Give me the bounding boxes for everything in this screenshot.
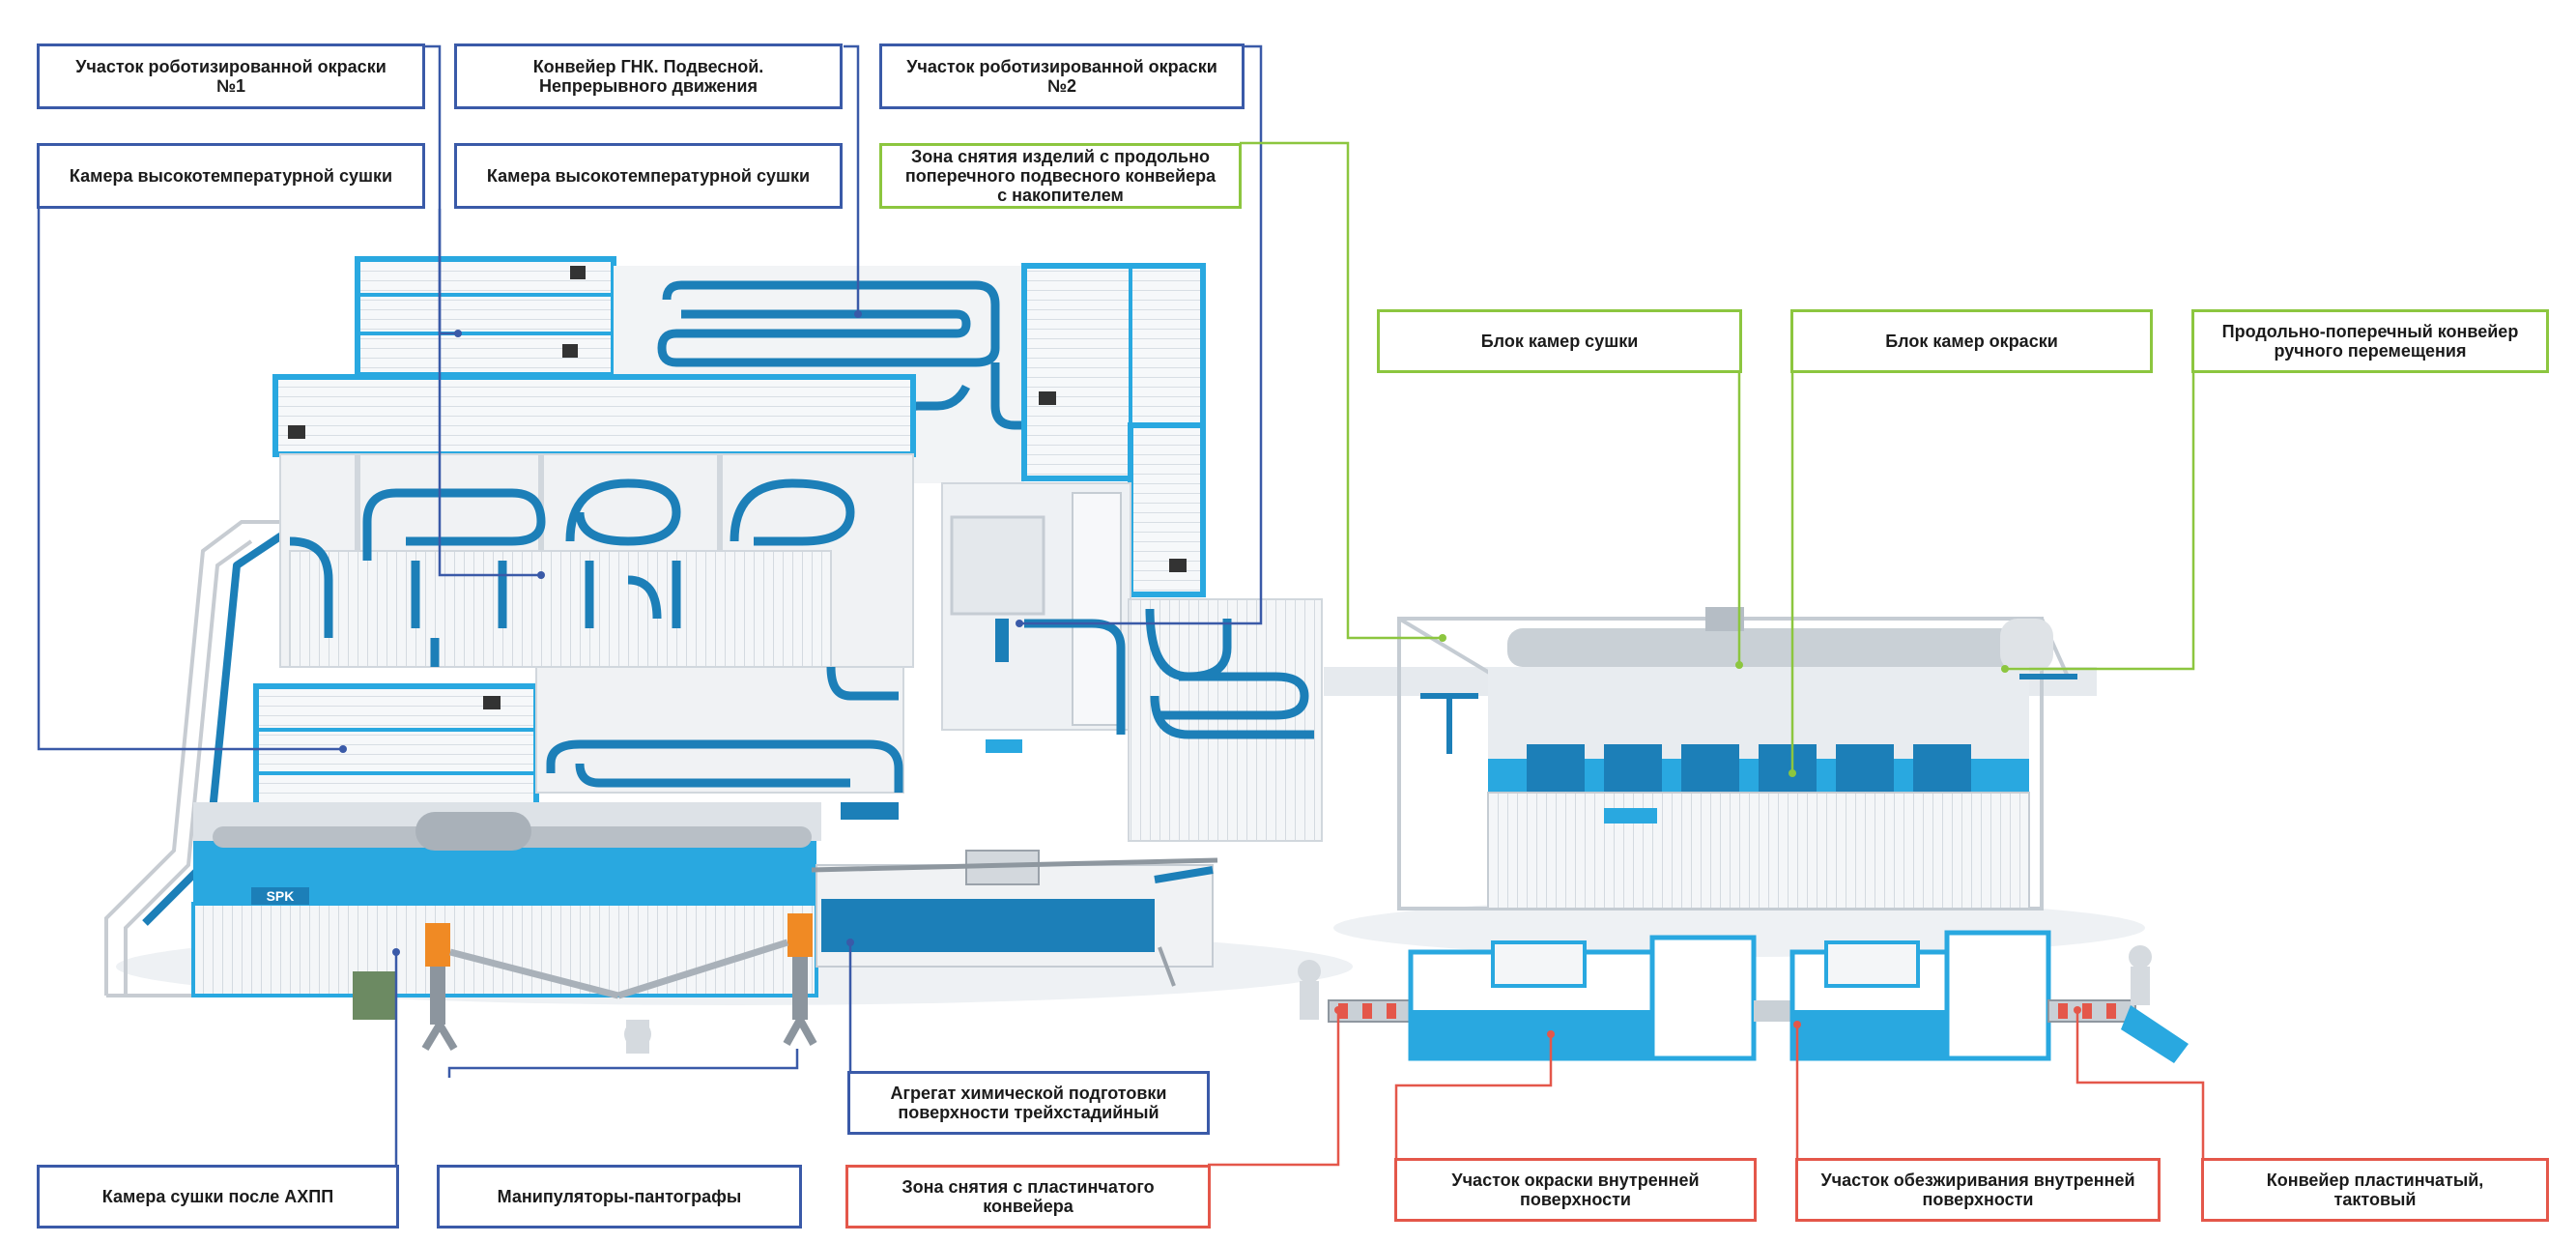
paint-dry-line [1397, 607, 2077, 911]
label-dryer-after-achpp: Камера сушки после АХПП [37, 1165, 399, 1229]
label-chem-prep: Агрегат химической подготовки поверхност… [847, 1071, 1210, 1135]
label-inner-painting: Участок окраски внутренней поверхности [1394, 1158, 1757, 1222]
label-robot-paint-1: Участок роботизированной окраски №1 [37, 43, 425, 109]
inner-conveyor-loops [289, 478, 855, 667]
label-inner-degreasing: Участок обезжиривания внутренней поверхн… [1795, 1158, 2161, 1222]
plate-conveyor-line [1298, 930, 2189, 1063]
label-cross-conveyor: Продольно-поперечный конвейер ручного пе… [2191, 309, 2549, 373]
label-unloading-zone: Зона снятия изделий с продольно поперечн… [879, 143, 1242, 209]
leader-dots-green [1439, 634, 2009, 777]
leader-lines-red [1208, 1010, 2205, 1167]
label-drying-block: Блок камер сушки [1377, 309, 1742, 373]
high-temp-dryer-main [272, 374, 916, 457]
label-plate-conveyor-unloading: Зона снятия с пластинчатого конвейера [845, 1165, 1211, 1229]
pantograph-manipulators [421, 913, 817, 1054]
leader-lines-blue [37, 44, 1263, 1171]
label-high-temp-dryer-1: Камера высокотемпературной сушки [37, 143, 425, 209]
label-high-temp-dryer-2: Камера высокотемпературной сушки [454, 143, 843, 209]
label-plate-conveyor: Конвейер пластинчатый, тактовый [2201, 1158, 2549, 1222]
front-paint-booth [193, 841, 816, 904]
label-manipulators: Манипуляторы-пантографы [437, 1165, 802, 1229]
spk-logo: SPK [267, 888, 295, 904]
label-painting-block: Блок камер окраски [1790, 309, 2153, 373]
label-overhead-conveyor: Конвейер ГНК. Подвесной. Непрерывного дв… [454, 43, 843, 109]
leader-lines-green [1240, 141, 2195, 773]
leader-dots-red [1334, 1006, 2081, 1038]
main-complex: SPK [104, 256, 1323, 1054]
label-robot-paint-2: Участок роботизированной окраски №2 [879, 43, 1245, 109]
leader-dots-blue [339, 310, 1023, 956]
